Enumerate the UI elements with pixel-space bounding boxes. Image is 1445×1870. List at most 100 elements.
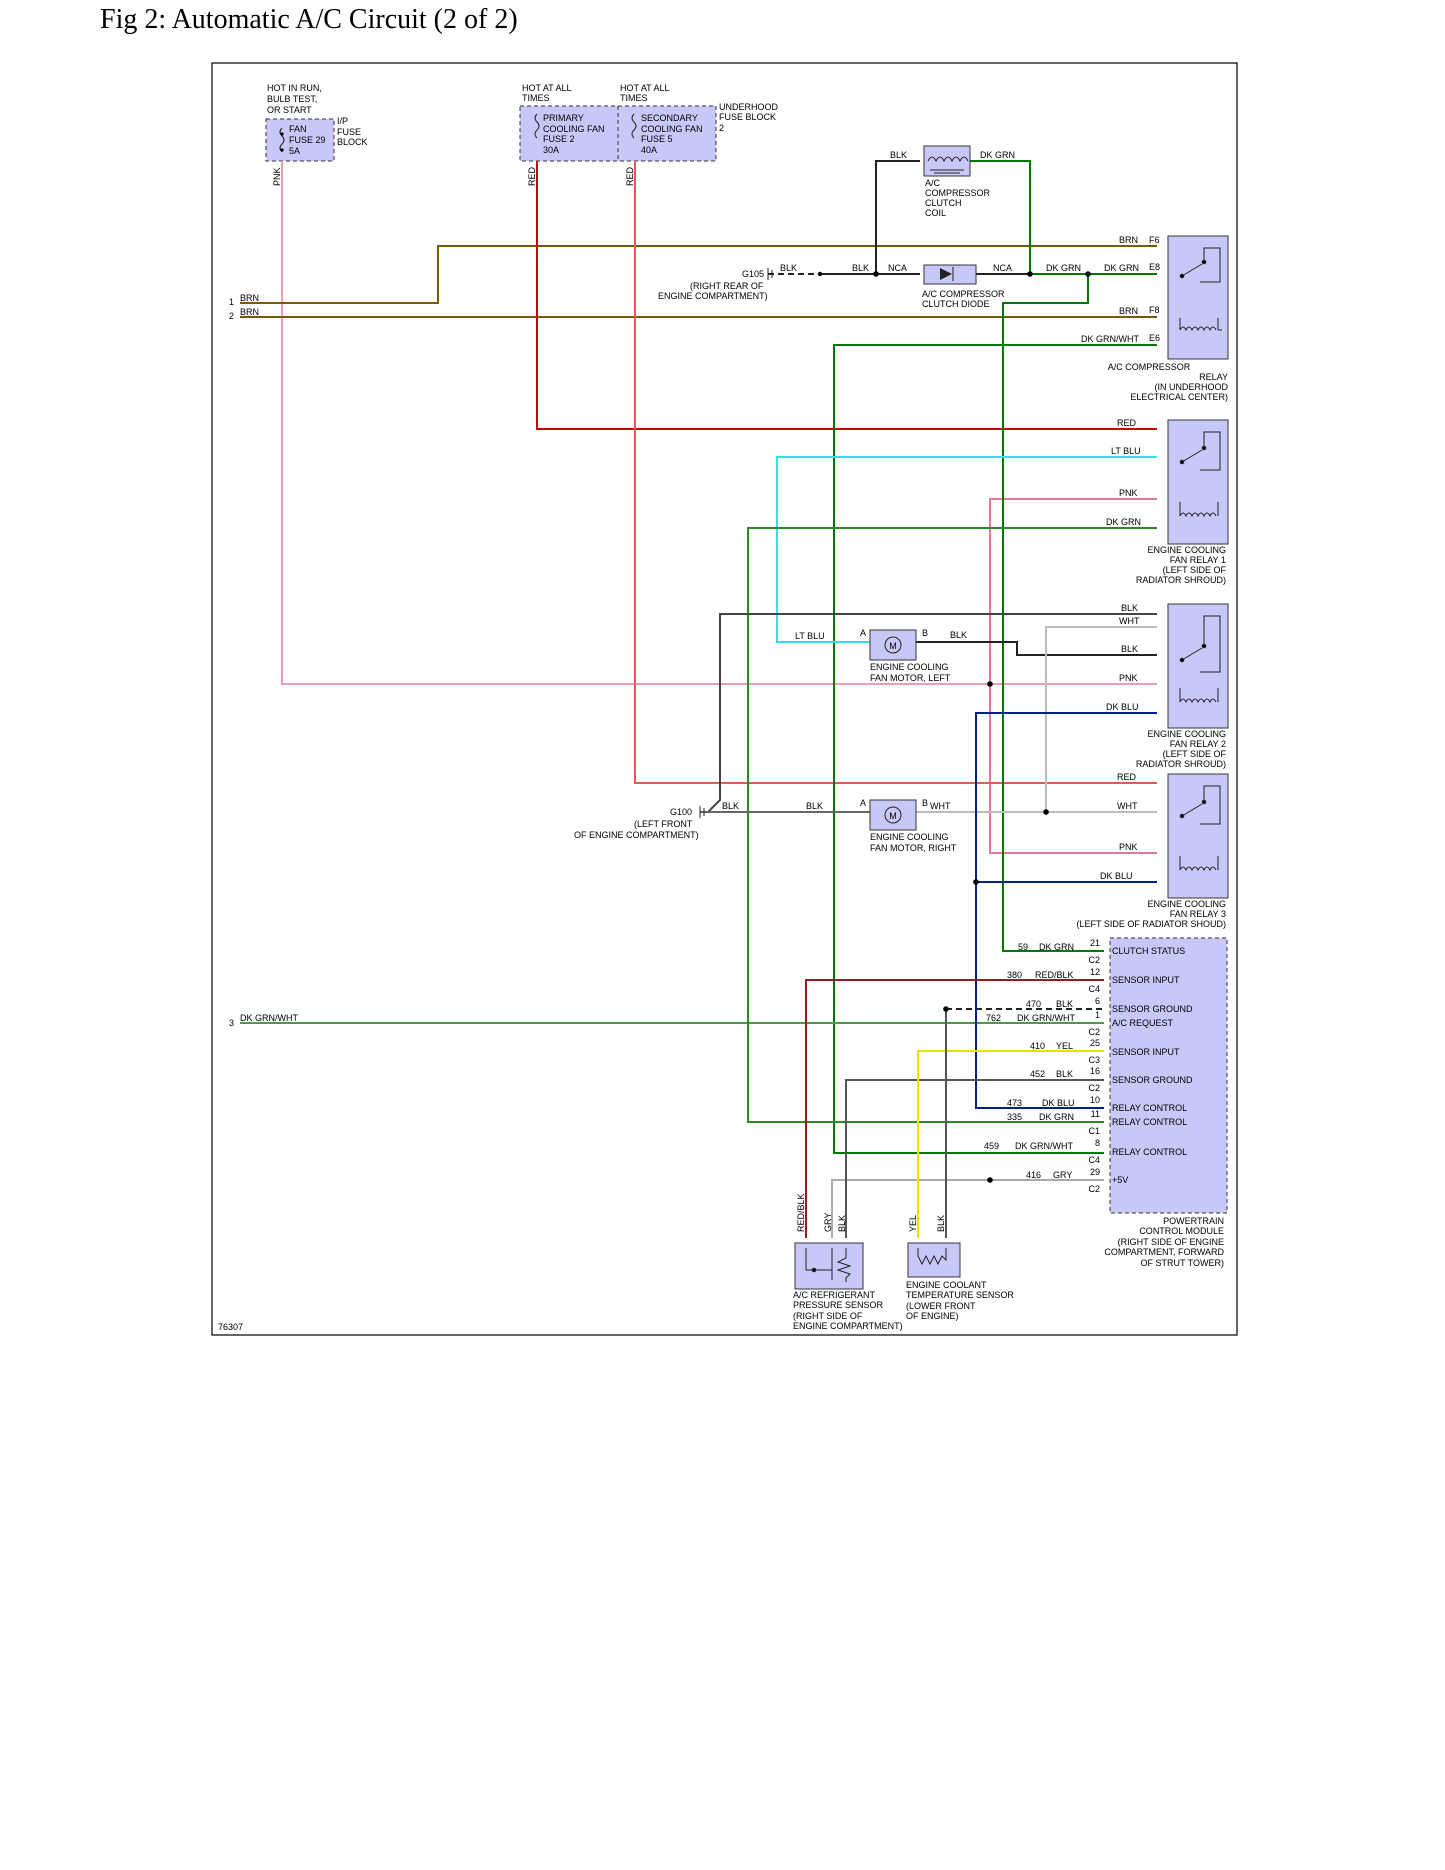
svg-text:DK GRN/WHT: DK GRN/WHT: [1015, 1141, 1073, 1151]
svg-text:SENSOR INPUT: SENSOR INPUT: [1112, 975, 1180, 985]
svg-text:40A: 40A: [641, 145, 657, 155]
relay-coil-icon: [1179, 688, 1219, 704]
svg-text:PRESSURE SENSOR: PRESSURE SENSOR: [793, 1300, 884, 1310]
svg-text:335: 335: [1007, 1112, 1022, 1122]
svg-text:ELECTRICAL CENTER): ELECTRICAL CENTER): [1130, 392, 1228, 402]
svg-text:21: 21: [1090, 938, 1100, 948]
svg-text:G105: G105: [742, 269, 764, 279]
svg-text:HOT AT ALL: HOT AT ALL: [522, 83, 572, 93]
svg-text:TIMES: TIMES: [522, 93, 550, 103]
svg-text:C2: C2: [1088, 1083, 1100, 1093]
wire-label: NCA: [993, 263, 1012, 273]
svg-text:DK BLU: DK BLU: [1042, 1098, 1075, 1108]
svg-text:ENGINE COOLING: ENGINE COOLING: [1147, 899, 1226, 909]
wire-label: WHT: [930, 801, 951, 811]
svg-text:FUSE: FUSE: [337, 127, 361, 137]
svg-text:COMPARTMENT, FORWARD: COMPARTMENT, FORWARD: [1104, 1247, 1224, 1257]
wire-label: BLK: [1121, 603, 1138, 613]
svg-text:C1: C1: [1088, 1126, 1100, 1136]
wire-blk: [845, 1079, 1104, 1238]
svg-text:TEMPERATURE SENSOR: TEMPERATURE SENSOR: [906, 1290, 1014, 1300]
wire-gry: [831, 1179, 1104, 1238]
svg-text:(RIGHT REAR OF: (RIGHT REAR OF: [690, 281, 764, 291]
svg-text:10: 10: [1090, 1095, 1100, 1105]
wire-dkgrnwht: [833, 344, 1157, 1154]
svg-text:473: 473: [1007, 1098, 1022, 1108]
engine-cooling-fan-motor-left: M A B ENGINE COOLING FAN MOTOR, LEFT: [860, 628, 951, 683]
sensor-icon: [805, 1248, 852, 1282]
relay-coil-icon: [1179, 856, 1219, 872]
svg-text:(LEFT SIDE OF: (LEFT SIDE OF: [1163, 565, 1227, 575]
wire-label: LT BLU: [1111, 446, 1141, 456]
svg-text:FAN MOTOR, LEFT: FAN MOTOR, LEFT: [870, 673, 951, 683]
svg-text:A: A: [860, 628, 866, 638]
relay-coil-icon: [1179, 318, 1222, 332]
svg-text:(LEFT SIDE OF RADIATOR SHOUD): (LEFT SIDE OF RADIATOR SHOUD): [1076, 919, 1226, 929]
wire-label: BLK: [852, 263, 869, 273]
svg-text:ENGINE COOLING: ENGINE COOLING: [870, 832, 949, 842]
wire-brn: [240, 245, 1157, 304]
wire-dkgrn: [970, 160, 1031, 274]
svg-text:TIMES: TIMES: [620, 93, 648, 103]
wire-blk: [875, 160, 920, 274]
wire-label: BRN: [1119, 306, 1138, 316]
svg-text:RELAY: RELAY: [1199, 372, 1228, 382]
svg-text:C4: C4: [1088, 1155, 1100, 1165]
svg-text:RELAY CONTROL: RELAY CONTROL: [1112, 1147, 1187, 1157]
svg-text:CLUTCH STATUS: CLUTCH STATUS: [1112, 946, 1185, 956]
svg-text:GRY: GRY: [1053, 1170, 1072, 1180]
svg-text:ENGINE COMPARTMENT): ENGINE COMPARTMENT): [793, 1321, 903, 1331]
svg-text:C4: C4: [1088, 984, 1100, 994]
wire-label: LT BLU: [795, 631, 825, 641]
svg-text:B: B: [922, 798, 928, 808]
diagram-frame: [211, 62, 1238, 1336]
wire-label: PNK: [1119, 488, 1138, 498]
wire-label: BLK: [1121, 644, 1138, 654]
ac-compressor-clutch-diode: A/C COMPRESSOR CLUTCH DIODE: [922, 264, 1005, 309]
wire-red: [536, 161, 1157, 430]
engine-cooling-fan-relay-3: ENGINE COOLING FAN RELAY 3 (LEFT SIDE OF…: [1076, 773, 1229, 929]
relay-coil-icon: [1179, 502, 1219, 518]
ac-refrigerant-pressure-sensor: RED/BLK GRY BLK A/C REFRIGERANT PRESSURE…: [793, 1193, 903, 1331]
svg-text:OR START: OR START: [267, 105, 312, 115]
wire-yel: [917, 1050, 1104, 1238]
svg-text:CLUTCH: CLUTCH: [925, 198, 962, 208]
svg-text:FUSE 5: FUSE 5: [641, 134, 673, 144]
svg-text:YEL: YEL: [908, 1215, 918, 1232]
svg-text:YEL: YEL: [1056, 1041, 1073, 1051]
relay-switch-icon: [1179, 785, 1221, 825]
svg-text:2: 2: [719, 123, 724, 133]
svg-text:OF ENGINE COMPARTMENT): OF ENGINE COMPARTMENT): [574, 830, 699, 840]
relay-switch-icon: [1179, 615, 1221, 673]
ground-g100: G100 (LEFT FRONT OF ENGINE COMPARTMENT): [574, 806, 705, 840]
ground-icon: [699, 806, 705, 818]
wire-label: DK GRN/WHT: [240, 1013, 298, 1023]
relay-switch-icon: [1179, 431, 1221, 471]
svg-text:(IN UNDERHOOD: (IN UNDERHOOD: [1155, 382, 1229, 392]
svg-text:ENGINE COOLANT: ENGINE COOLANT: [906, 1280, 987, 1290]
wire-label: DK GRN/WHT: [1081, 334, 1139, 344]
ac-compressor-relay: F6 E8 F8 E6 A/C COMPRESSOR RELAY (IN UND…: [1108, 235, 1229, 402]
wire-label: DK BLU: [1106, 702, 1139, 712]
svg-text:29: 29: [1090, 1167, 1100, 1177]
svg-text:6: 6: [1095, 996, 1100, 1006]
svg-text:BULB TEST,: BULB TEST,: [267, 94, 317, 104]
wire-label: DK GRN: [1104, 263, 1139, 273]
wire-label: BLK: [722, 801, 739, 811]
svg-text:F8: F8: [1149, 305, 1160, 315]
svg-text:HOT AT ALL: HOT AT ALL: [620, 83, 670, 93]
svg-text:ENGINE COMPARTMENT): ENGINE COMPARTMENT): [658, 291, 768, 301]
wire-wht: [1045, 626, 1157, 813]
wire-dkgrn: [1002, 274, 1104, 952]
svg-text:GRY: GRY: [823, 1213, 833, 1232]
svg-text:1: 1: [1095, 1010, 1100, 1020]
wire-label: NCA: [888, 263, 907, 273]
wire-label: BRN: [240, 307, 259, 317]
wire-blk: [707, 613, 1157, 813]
wire-label: WHT: [1119, 616, 1140, 626]
motor-icon: M: [884, 806, 902, 824]
svg-text:COOLING FAN: COOLING FAN: [543, 124, 605, 134]
ac-compressor-clutch-coil: A/C COMPRESSOR CLUTCH COIL: [923, 145, 991, 218]
engine-cooling-fan-relay-2: ENGINE COOLING FAN RELAY 2 (LEFT SIDE OF…: [1136, 603, 1229, 769]
svg-text:(LEFT FRONT: (LEFT FRONT: [634, 819, 693, 829]
